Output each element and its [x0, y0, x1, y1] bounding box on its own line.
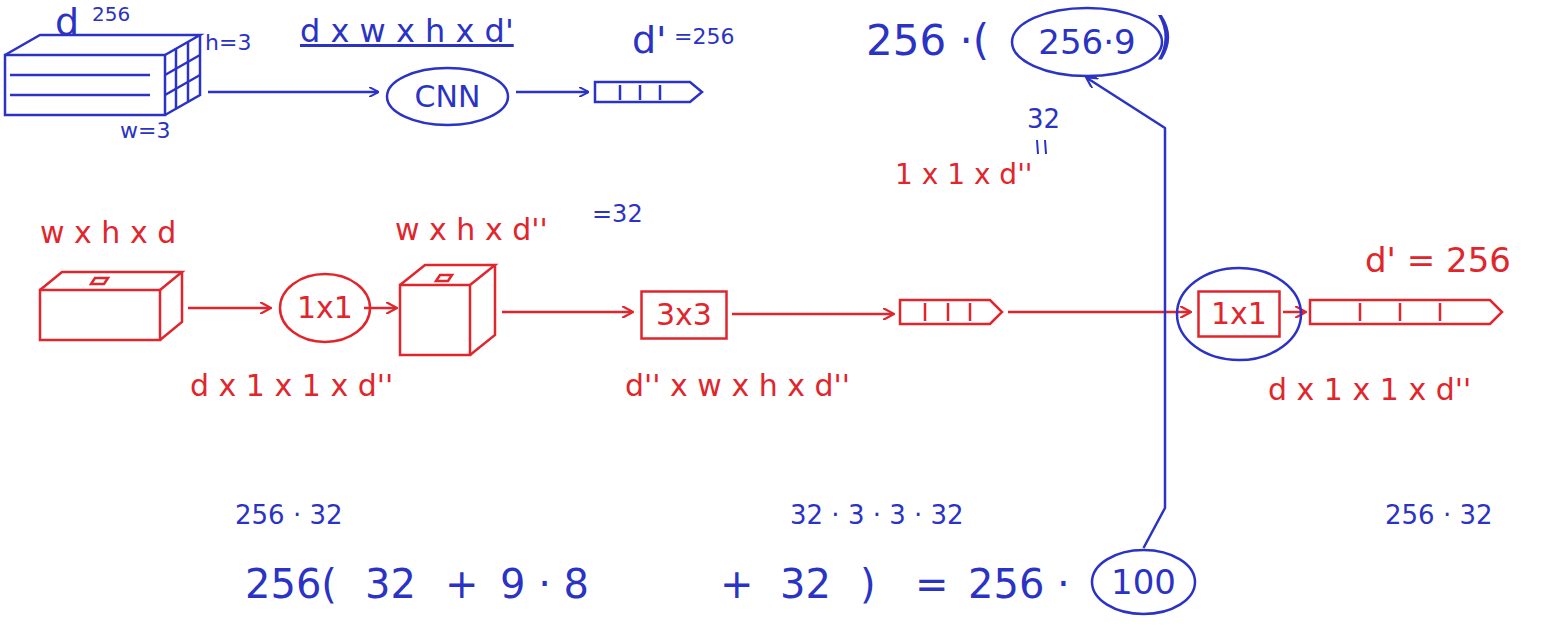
arrow	[208, 91, 378, 94]
handwritten-note: 32	[780, 560, 831, 608]
outline-stroke	[1199, 292, 1280, 337]
arrow	[1008, 311, 1190, 314]
handwritten-note: w=3	[120, 118, 170, 144]
handwritten-note: d'' x w x h x d''	[625, 368, 850, 404]
node-label: 100	[1111, 562, 1176, 603]
handwritten-note: =32	[592, 200, 643, 229]
handwritten-note: 32	[1027, 104, 1060, 135]
handwritten-note: 256 · 32	[1385, 500, 1493, 531]
handwritten-note: d x 1 x 1 x d''	[190, 368, 393, 404]
handwritten-note: =	[915, 560, 949, 608]
handwritten-note: d'	[632, 18, 667, 64]
operation-box: 3x3	[640, 290, 728, 340]
input-block	[40, 272, 182, 340]
handwritten-note: d x w x h x d'	[300, 12, 514, 50]
node-label: 256·9	[1038, 22, 1135, 63]
vector-bar	[1310, 300, 1502, 324]
arrow	[188, 307, 270, 310]
outline-stroke	[387, 68, 508, 125]
outline-stroke	[642, 292, 727, 339]
operation-circle: 100	[1090, 548, 1197, 616]
handwritten-note: 256 ·(	[866, 16, 989, 66]
node-label: CNN	[415, 79, 481, 115]
equals-mark	[1037, 140, 1046, 154]
handwritten-note: 1 x 1 x d''	[895, 158, 1033, 192]
vector-bar	[595, 82, 702, 102]
handwritten-note: =256	[674, 24, 734, 50]
handwritten-note: 32 · 3 · 3 · 32	[790, 500, 964, 531]
handwritten-note: 256 · 32	[235, 500, 343, 531]
feature-cube	[400, 265, 495, 355]
handwritten-note: )	[860, 560, 876, 608]
vector-bar	[900, 300, 1002, 324]
handwritten-note: 256 ·	[968, 560, 1070, 608]
operation-circle: 1x1	[278, 272, 372, 344]
handwritten-note: )	[1154, 6, 1174, 66]
feature-block	[5, 35, 200, 115]
handwritten-note: d' = 256	[1365, 240, 1511, 281]
handwritten-note: 32	[365, 560, 416, 608]
handwritten-note: 9 · 8	[500, 560, 589, 608]
node-label: 3x3	[656, 297, 712, 333]
arrow	[516, 91, 588, 94]
arrow	[732, 313, 893, 316]
handwritten-note: +	[445, 560, 479, 608]
handwritten-note: d x 1 x 1 x d''	[1268, 372, 1471, 408]
handwritten-note: d	[55, 0, 79, 46]
handwritten-note: h=3	[205, 30, 251, 56]
outline-stroke	[1012, 8, 1162, 76]
connector	[1087, 78, 1165, 548]
highlight-circle	[1177, 268, 1301, 360]
operation-circle: CNN	[385, 66, 510, 127]
handwritten-note: 256(	[245, 560, 337, 608]
operation-box: 1x1	[1197, 290, 1281, 338]
operation-circle: 256·9	[1010, 6, 1164, 78]
handwritten-note: w x h x d	[40, 215, 176, 251]
outline-stroke	[280, 274, 370, 342]
arrow	[502, 311, 632, 314]
outline-stroke	[1092, 550, 1195, 614]
handwritten-note: +	[720, 560, 754, 608]
node-label: 1x1	[297, 290, 353, 326]
handwritten-note: 256	[92, 2, 130, 26]
node-label: 1x1	[1211, 296, 1267, 332]
handwritten-note: w x h x d''	[395, 212, 548, 248]
